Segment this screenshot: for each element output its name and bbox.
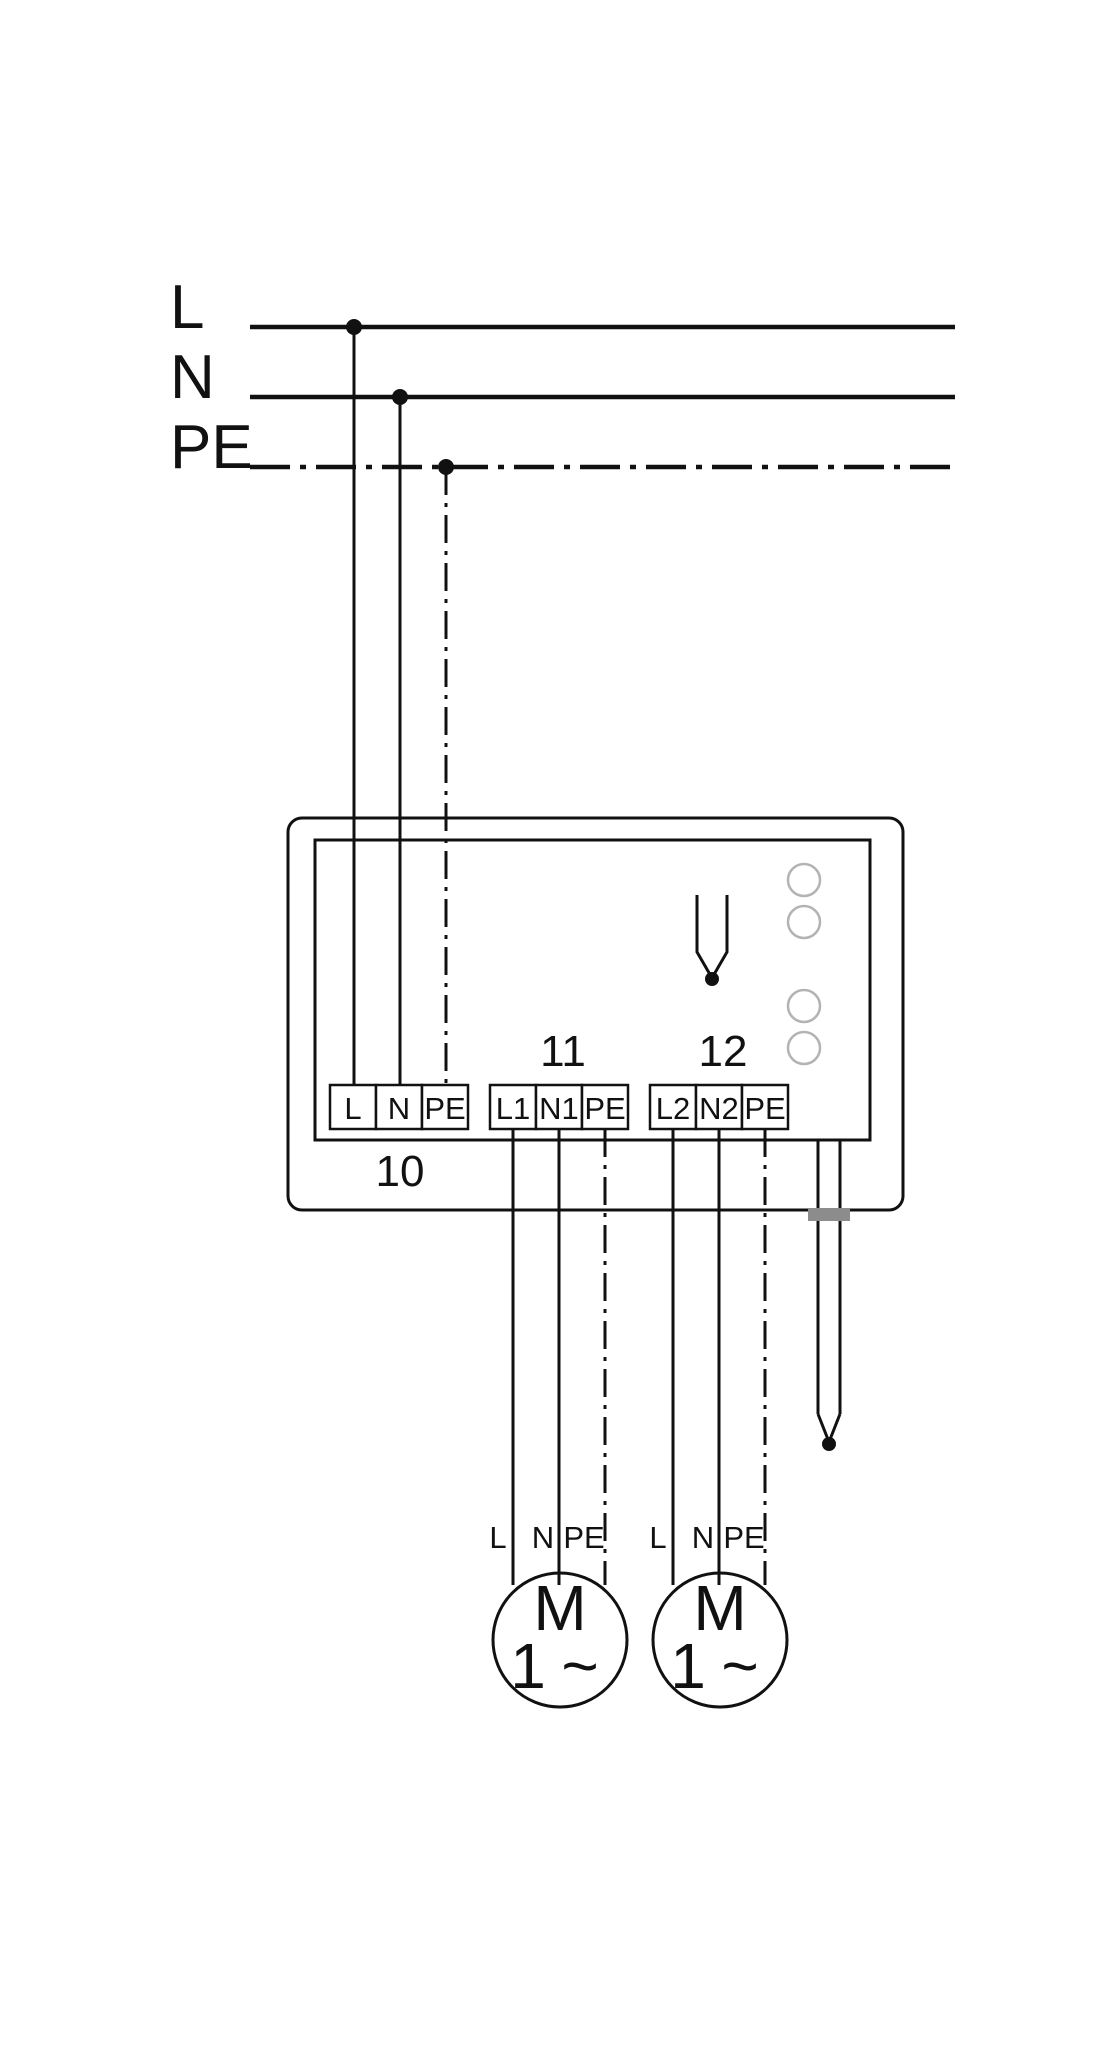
terminal-11-l1-label: L1 bbox=[496, 1091, 530, 1126]
device-housing bbox=[286, 816, 905, 1212]
terminal-10-l-label: L bbox=[344, 1091, 361, 1126]
status-led-3 bbox=[786, 988, 822, 1024]
motor-2-ac-symbol: ~ bbox=[721, 1630, 758, 1702]
motor-2-symbol bbox=[651, 1571, 789, 1709]
block-11-number: 11 bbox=[540, 1027, 586, 1076]
terminal-block-11: L1 N1 PE bbox=[488, 1083, 630, 1131]
motor-1-label-pe: PE bbox=[563, 1520, 604, 1555]
terminal-11-n1-label: N1 bbox=[539, 1091, 579, 1126]
terminal-11-pe-label: PE bbox=[584, 1091, 625, 1126]
motor-1: M 1 ~ bbox=[491, 1571, 629, 1709]
motor-2: M 1 ~ bbox=[651, 1571, 789, 1709]
external-sensor-point bbox=[822, 1437, 836, 1451]
motor-1-label-n: N bbox=[532, 1520, 554, 1555]
terminal-block-10: L N PE bbox=[328, 1083, 470, 1131]
terminal-block-12: L2 N2 PE bbox=[648, 1083, 790, 1131]
terminal-10-n bbox=[374, 1083, 424, 1131]
device-inner-panel bbox=[313, 838, 872, 1142]
terminal-12-l2-label: L2 bbox=[656, 1091, 690, 1126]
terminal-11-n1 bbox=[534, 1083, 584, 1131]
motor-1-symbol bbox=[491, 1571, 629, 1709]
status-led-1 bbox=[786, 862, 822, 898]
supply-label-n: N bbox=[170, 343, 215, 412]
motor-2-m: M bbox=[693, 1572, 746, 1644]
motor-1-ac-symbol: ~ bbox=[561, 1630, 598, 1702]
sensor-cable-gland bbox=[808, 1208, 850, 1221]
terminal-10-n-label: N bbox=[388, 1091, 410, 1126]
motor-2-label-n: N bbox=[692, 1520, 714, 1555]
status-led-4 bbox=[786, 1030, 822, 1066]
terminal-12-pe-label: PE bbox=[744, 1091, 785, 1126]
motor-1-m: M bbox=[533, 1572, 586, 1644]
internal-sensor-point bbox=[705, 972, 719, 986]
motor-2-label-pe: PE bbox=[723, 1520, 764, 1555]
motor-2-label-l: L bbox=[649, 1520, 666, 1555]
block-12-number: 12 bbox=[699, 1027, 748, 1076]
motor-1-phase: 1 bbox=[510, 1630, 546, 1702]
supply-label-pe: PE bbox=[170, 413, 253, 482]
terminal-12-n2-label: N2 bbox=[699, 1091, 739, 1126]
terminal-10-pe-label: PE bbox=[424, 1091, 465, 1126]
block-10-number: 10 bbox=[376, 1147, 425, 1196]
motor-1-label-l: L bbox=[489, 1520, 506, 1555]
motor-2-phase: 1 bbox=[670, 1630, 706, 1702]
status-led-2 bbox=[786, 904, 822, 940]
terminal-12-l2 bbox=[648, 1083, 698, 1131]
internal-sensor-icon bbox=[695, 895, 729, 982]
terminal-10-pe bbox=[420, 1083, 470, 1131]
supply-label-l: L bbox=[170, 273, 204, 342]
